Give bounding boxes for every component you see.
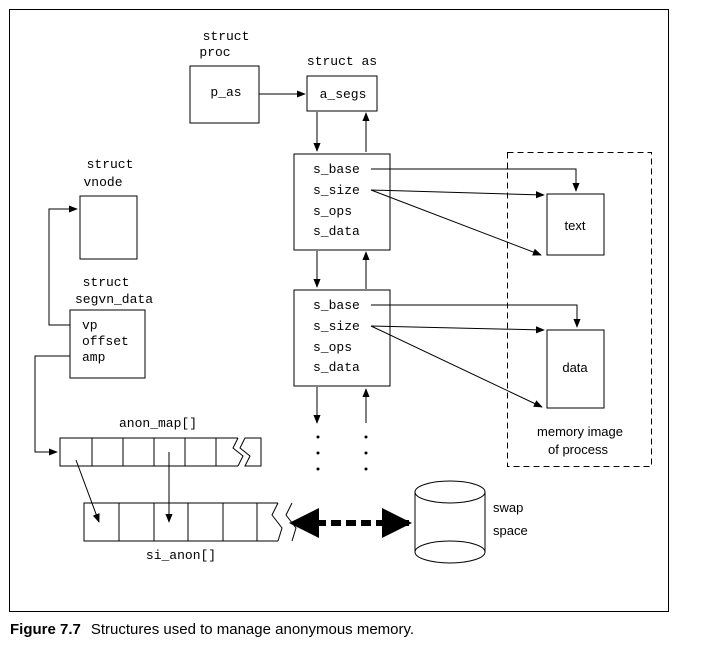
field-offset: offset xyxy=(82,334,129,349)
si-anon-label: si_anon[] xyxy=(146,548,216,563)
anon-map-label: anon_map[] xyxy=(119,416,197,431)
arrow-amp-to-anon-map xyxy=(34,355,70,456)
si-anon-array: si_anon[] xyxy=(83,502,297,563)
arrow-seg2-size-to-data-top xyxy=(370,325,545,334)
anon-map-tail xyxy=(239,437,262,467)
arrow-seg1-base-to-text xyxy=(371,168,580,192)
seg2-s-size: s_size xyxy=(313,319,360,334)
arrow-vp-to-vnode xyxy=(48,205,78,326)
struct-segvn-title-line2: segvn_data xyxy=(75,292,153,307)
arrow-anon-map-to-si-anon-1 xyxy=(75,459,100,523)
swap-space-cylinder xyxy=(414,480,486,564)
anon-map-outline xyxy=(59,437,238,467)
arrow-seg2-base-to-data xyxy=(371,304,581,328)
struct-as-title: struct as xyxy=(307,54,377,69)
memory-image-region xyxy=(507,152,652,467)
figure-caption: Figure 7.7 Structures used to manage anon… xyxy=(10,621,414,638)
segment-2: s_base s_size s_ops s_data xyxy=(293,289,391,387)
figure-number: Figure 7.7 xyxy=(10,621,81,638)
swap-label-line1: swap xyxy=(493,500,523,515)
seg2-s-ops: s_ops xyxy=(313,340,352,355)
struct-proc-box xyxy=(189,65,260,124)
arrow-seg1-size-to-text-bottom xyxy=(370,189,542,256)
caption-text: Structures used to manage anonymous memo… xyxy=(90,621,415,638)
text-label: text xyxy=(565,218,586,233)
struct-proc-title-line1: struct xyxy=(203,29,250,44)
arrow-seg2-size-to-data-bottom xyxy=(370,325,543,408)
seg1-s-data: s_data xyxy=(313,224,360,239)
data-box xyxy=(546,329,605,409)
struct-vnode: struct vnode xyxy=(79,157,138,260)
field-a-segs: a_segs xyxy=(320,87,367,102)
seg1-s-ops: s_ops xyxy=(313,204,352,219)
si-anon-break-right xyxy=(285,502,297,542)
arrow-seg1-size-to-text-top xyxy=(370,189,545,199)
text-box xyxy=(546,193,605,256)
field-vp: vp xyxy=(82,318,98,333)
seg1-s-size: s_size xyxy=(313,183,360,198)
segment-2-box xyxy=(293,289,391,387)
anon-map-break-left xyxy=(232,437,244,467)
segment-1-box xyxy=(293,153,391,251)
ellipsis-left xyxy=(316,435,320,471)
struct-vnode-title-line2: vnode xyxy=(83,175,122,190)
segment-1: s_base s_size s_ops s_data xyxy=(293,153,391,251)
field-amp: amp xyxy=(82,350,105,365)
anon-map-array: anon_map[] xyxy=(59,416,262,467)
struct-proc: struct proc p_as xyxy=(189,29,260,124)
swap-label-line2: space xyxy=(493,523,528,538)
struct-proc-title-line2: proc xyxy=(199,45,230,60)
struct-as: struct as a_segs xyxy=(306,54,378,112)
struct-vnode-title-line1: struct xyxy=(87,157,134,172)
field-p-as: p_as xyxy=(210,85,241,100)
struct-segvn-data: struct segvn_data vp offset amp xyxy=(69,275,153,379)
memory-image-label-line2: of process xyxy=(548,442,608,457)
figure-frame xyxy=(9,9,669,612)
si-anon-outline xyxy=(83,502,278,542)
seg2-s-data: s_data xyxy=(313,360,360,375)
memory-image-label-line1: memory image xyxy=(537,424,623,439)
seg1-s-base: s_base xyxy=(313,162,360,177)
struct-segvn-box xyxy=(69,309,146,379)
struct-as-box xyxy=(306,75,378,112)
ellipsis-right xyxy=(364,435,368,471)
struct-vnode-box xyxy=(79,195,138,260)
data-label: data xyxy=(562,360,588,375)
struct-segvn-title-line1: struct xyxy=(83,275,130,290)
si-anon-break-left xyxy=(271,502,283,542)
seg2-s-base: s_base xyxy=(313,298,360,313)
